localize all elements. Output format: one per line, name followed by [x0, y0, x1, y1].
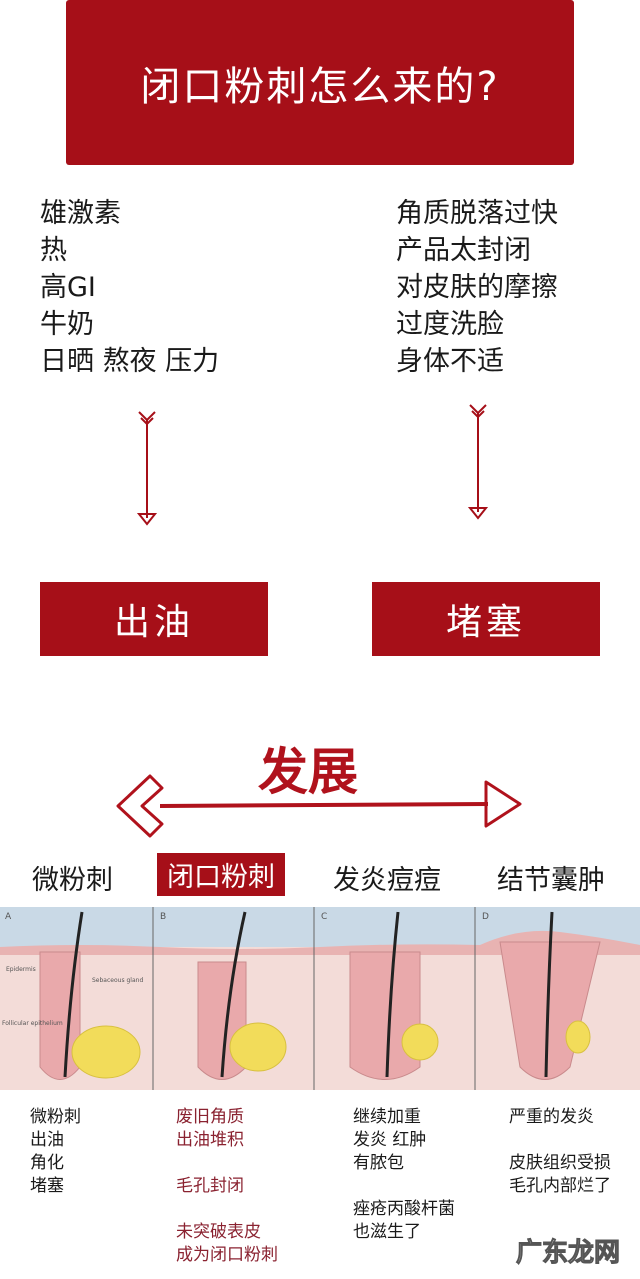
desc-line: 继续加重: [353, 1107, 421, 1127]
desc-line: 严重的发炎: [509, 1107, 594, 1127]
follicle-illustration: A B C D Epidermis Sebaceous gland Follic…: [0, 907, 640, 1090]
stage-microcomedone: 微粉刺: [32, 865, 113, 896]
desc-line: 毛孔内部烂了: [509, 1176, 611, 1196]
desc-line: [176, 1152, 278, 1175]
list-item: 雄激素: [40, 198, 121, 229]
result-box-clog: 堵塞: [372, 582, 600, 656]
desc-line: 未突破表皮: [176, 1222, 261, 1242]
page-title: 闭口粉刺怎么来的?: [140, 63, 500, 110]
desc-line: 成为闭口粉刺: [176, 1245, 278, 1265]
panel-label: C: [321, 912, 327, 922]
stage-description-c: 继续加重 发炎 红肿 有脓包 痤疮丙酸杆菌 也滋生了: [353, 1106, 455, 1244]
down-arrow-icon: [136, 411, 158, 526]
desc-line: 发炎 红肿: [353, 1130, 427, 1150]
watermark-logo: 广东龙网: [515, 1238, 620, 1269]
list-item: 过度洗脸: [396, 309, 504, 340]
desc-line: [509, 1129, 611, 1152]
panel-label: B: [160, 912, 166, 922]
list-item: 热: [40, 235, 67, 266]
desc-line: 堵塞: [30, 1176, 64, 1196]
desc-line: 出油: [30, 1130, 64, 1150]
desc-line: 出油堆积: [176, 1130, 244, 1150]
panel-label: D: [482, 912, 489, 922]
list-item: 产品太封闭: [396, 235, 531, 266]
right-arrow-icon: [116, 774, 522, 838]
down-arrow-icon: [467, 404, 489, 520]
left-causes-list: 雄激素 热 高GI 牛奶 日晒 熬夜 压力: [40, 195, 219, 380]
stage-closed-comedone: 闭口粉刺: [157, 853, 285, 896]
stage-inflamed: 发炎痘痘: [333, 865, 441, 896]
arrows-layer: [116, 404, 522, 838]
list-item: 日晒 熬夜 压力: [40, 346, 220, 377]
result-box-oil: 出油: [40, 582, 268, 656]
title-banner: 闭口粉刺怎么来的?: [66, 0, 574, 165]
illustration-label: Epidermis: [6, 966, 36, 973]
list-item: 角质脱落过快: [396, 198, 558, 229]
desc-line: 皮肤组织受损: [509, 1153, 611, 1173]
illustration-label: Follicular epithelium: [2, 1020, 63, 1027]
list-item: 对皮肤的摩擦: [396, 272, 558, 303]
desc-line: 毛孔封闭: [176, 1176, 244, 1196]
list-item: 高GI: [40, 272, 96, 303]
desc-line: 也滋生了: [353, 1222, 421, 1242]
illustration-label: Sebaceous gland: [92, 977, 143, 984]
desc-line: 痤疮丙酸杆菌: [353, 1199, 455, 1219]
desc-line: [353, 1175, 455, 1198]
desc-line: 废旧角质: [176, 1107, 244, 1127]
desc-line: 微粉刺: [30, 1107, 81, 1127]
desc-line: 角化: [30, 1153, 64, 1173]
desc-line: 有脓包: [353, 1153, 404, 1173]
stage-description-b: 废旧角质 出油堆积 毛孔封闭 未突破表皮 成为闭口粉刺: [176, 1106, 278, 1267]
development-label: 发展: [258, 743, 358, 801]
stage-nodule-cyst: 结节囊肿: [497, 865, 605, 896]
stage-description-d: 严重的发炎 皮肤组织受损 毛孔内部烂了: [509, 1106, 611, 1198]
list-item: 牛奶: [40, 309, 94, 340]
result-label: 堵塞: [445, 602, 526, 643]
result-label: 出油: [113, 602, 194, 643]
panel-label: A: [5, 912, 12, 922]
right-causes-list: 角质脱落过快 产品太封闭 对皮肤的摩擦 过度洗脸 身体不适: [396, 195, 558, 380]
list-item: 身体不适: [396, 346, 504, 377]
stage-description-a: 微粉刺 出油 角化 堵塞: [30, 1106, 81, 1198]
desc-line: [176, 1198, 278, 1221]
